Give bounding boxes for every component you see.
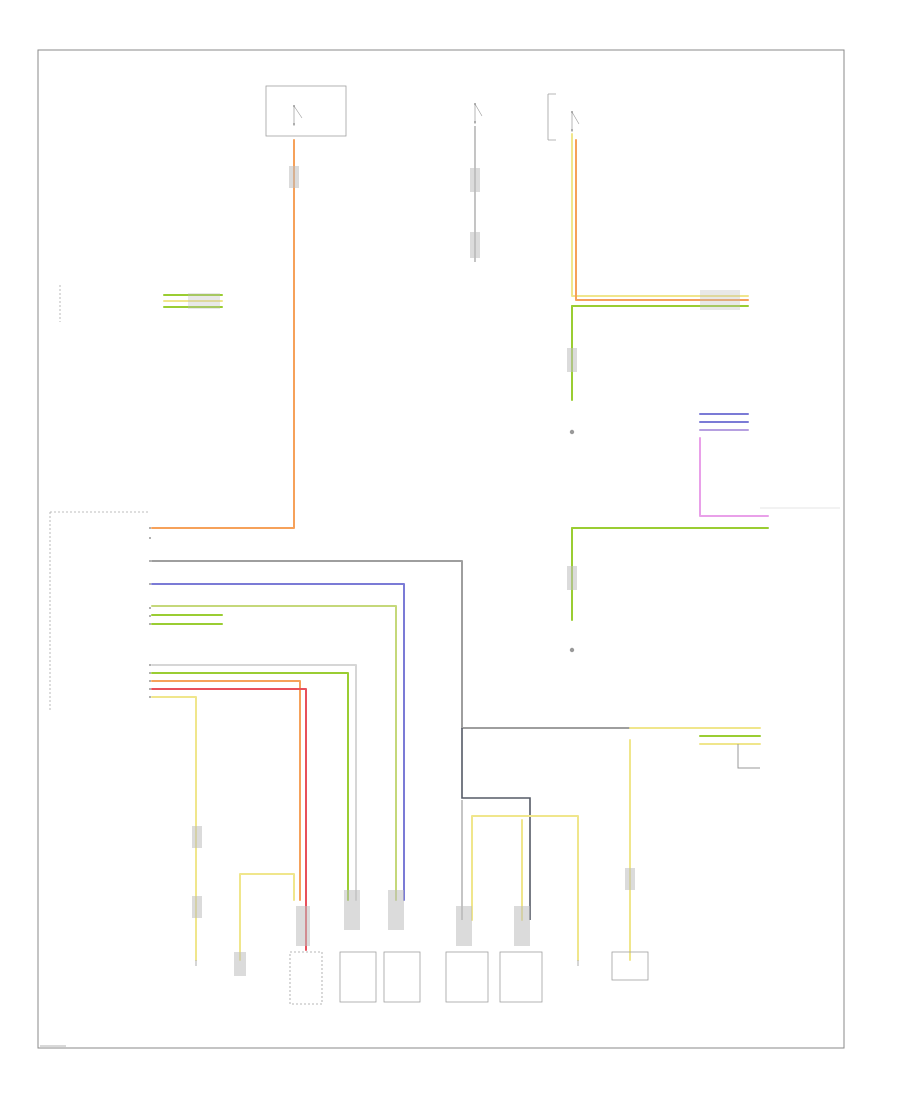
- wire-orange-2: [151, 680, 301, 901]
- bottom-component-6: [445, 906, 489, 1003]
- wire-orange-main: [151, 139, 299, 529]
- wire-gray-long: [151, 560, 631, 920]
- bottom-component-1: [192, 826, 202, 966]
- wire-green-1: [151, 605, 397, 901]
- wire-blue: [151, 583, 405, 901]
- bottom-component-5: [383, 890, 421, 1003]
- wire-yellow-left: [151, 696, 197, 961]
- diagram-frame: [37, 49, 845, 1049]
- bottom-component-2: [234, 952, 246, 976]
- wire-center-vertical: [470, 126, 480, 262]
- wire-red: [151, 688, 307, 951]
- bottom-component-3: [289, 906, 323, 1005]
- fuse-box-center: [474, 103, 483, 124]
- left-module: [49, 511, 151, 712]
- wire-yellow-loop: [471, 815, 579, 961]
- bottom-component-7: [499, 906, 543, 1003]
- left-connector-group: [59, 285, 223, 322]
- wire-green-4: [151, 672, 349, 901]
- bottom-component-9: [611, 951, 649, 981]
- fuse-box-right: [547, 93, 580, 141]
- wire-gray-2: [151, 664, 357, 901]
- fuse-box-left: [265, 85, 347, 137]
- right-sensor-connector: [625, 727, 761, 961]
- bottom-component-4: [339, 890, 377, 1003]
- wire-right-fuse: [567, 133, 749, 435]
- wire-yellow-branch: [239, 873, 295, 961]
- wire-instrument: [567, 413, 840, 653]
